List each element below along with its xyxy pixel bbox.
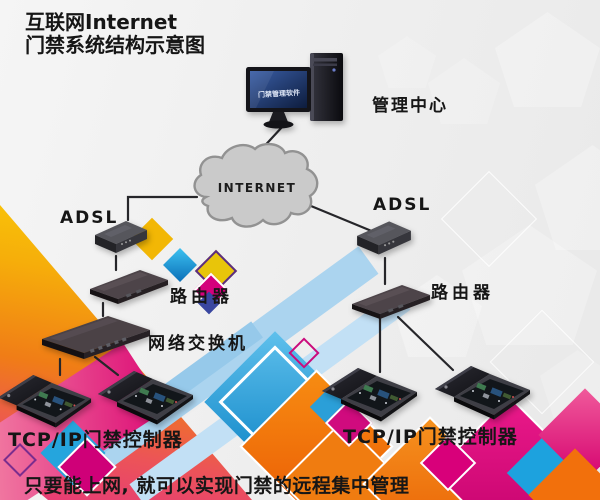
deco-polygon	[495, 12, 600, 107]
title-line1: 互联网Internet	[25, 10, 178, 34]
router-right-icon	[350, 282, 432, 320]
management-center-label: 管理中心	[372, 96, 448, 116]
network-switch-icon	[40, 313, 152, 361]
controllers-right-label: TCP/IP门禁控制器	[343, 426, 518, 448]
adsl-modem-right-icon	[354, 217, 414, 261]
adsl-right-label: ADSL	[373, 195, 432, 215]
title-line2: 门禁系统结构示意图	[25, 33, 205, 57]
router-left-icon	[88, 267, 170, 305]
network-switch-label: 网络交换机	[148, 334, 248, 354]
deco-polygon	[535, 145, 600, 250]
deco-polygon	[378, 36, 436, 88]
access-controller-icon	[320, 365, 420, 423]
access-controller-icon	[0, 372, 94, 429]
router-right-label: 路由器	[431, 283, 494, 303]
footer-slogan: 只要能上网, 就可以实现门禁的远程集中管理	[24, 475, 410, 497]
adsl-left-label: ADSL	[60, 208, 119, 228]
controllers-left-label: TCP/IP门禁控制器	[8, 429, 183, 451]
access-controller-icon	[96, 368, 196, 426]
access-controller-icon	[433, 363, 533, 421]
router-left-label: 路由器	[170, 287, 233, 307]
